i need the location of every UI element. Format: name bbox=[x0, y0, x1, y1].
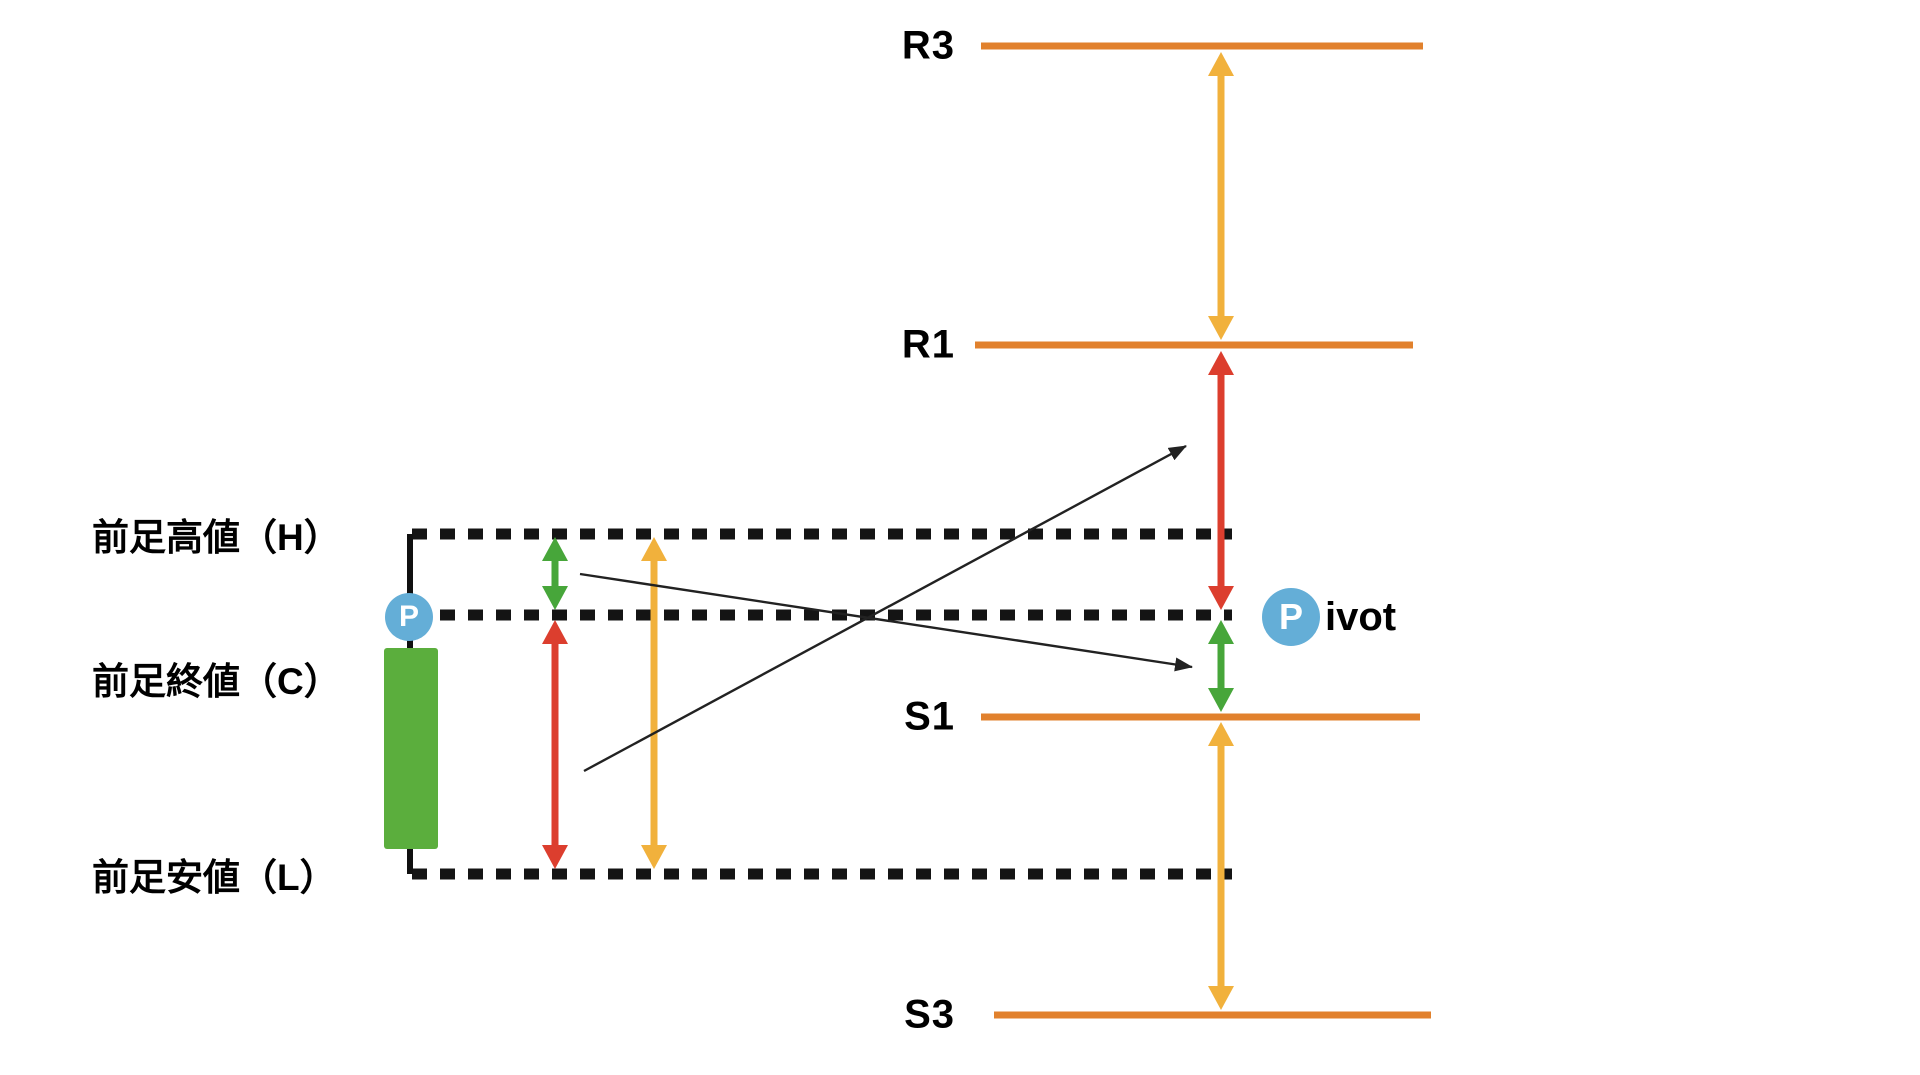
arrow-pivot-to-s1 bbox=[1208, 620, 1234, 712]
pivot-letter: P bbox=[1278, 596, 1303, 637]
prev-low-label: 前足安値（L） bbox=[92, 857, 337, 898]
arrow-s1-to-s3 bbox=[1208, 722, 1234, 1010]
arrow-r3-to-r1 bbox=[1208, 52, 1234, 340]
candle-body bbox=[384, 648, 438, 849]
arrow-high-to-pivot bbox=[542, 537, 568, 610]
annotation-arrow-to-r1-pivot-range bbox=[583, 444, 1187, 773]
pivot-label: P ivot bbox=[1262, 588, 1396, 646]
level-label-s3: S3 bbox=[904, 992, 955, 1037]
prev-high-label: 前足高値（H） bbox=[92, 517, 341, 558]
level-label-s1: S1 bbox=[904, 694, 955, 739]
pivot-p-icon: P bbox=[385, 593, 433, 641]
pivot-label-suffix: ivot bbox=[1325, 595, 1397, 639]
pivot-letter: P bbox=[398, 600, 419, 633]
prev-close-label: 前足終値（C） bbox=[92, 661, 341, 702]
level-label-r1: R1 bbox=[901, 322, 955, 367]
arrow-high-to-low bbox=[641, 537, 667, 869]
arrow-pivot-to-low bbox=[542, 620, 568, 869]
level-label-r3: R3 bbox=[901, 23, 955, 68]
arrow-r1-to-pivot bbox=[1208, 351, 1234, 610]
pivot-p-icon: P bbox=[1262, 588, 1320, 646]
annotation-arrow-to-pivot-s1-range bbox=[579, 572, 1193, 672]
